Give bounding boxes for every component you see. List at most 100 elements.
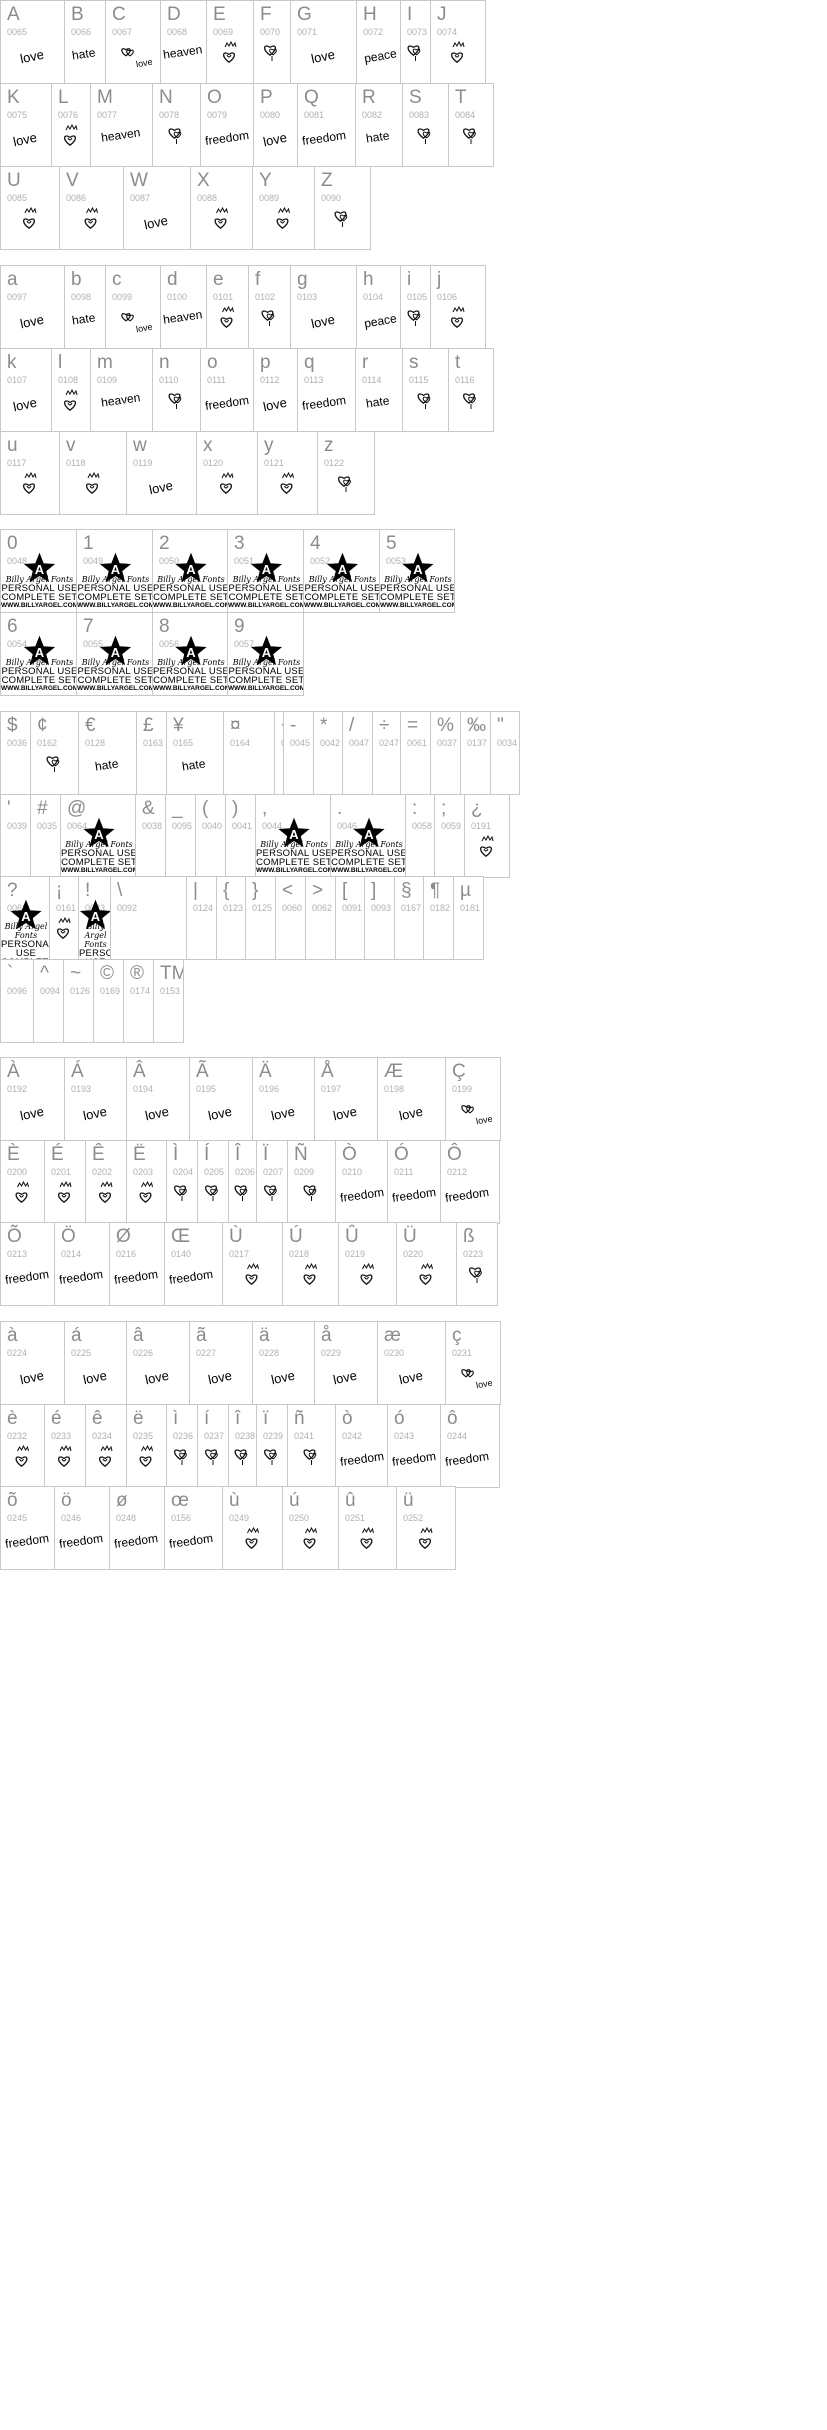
freedom-word: freedom [391, 1185, 437, 1205]
star-letter: A [111, 645, 121, 660]
character-code: 0217 [229, 1249, 250, 1259]
heart-squiggle-icon [61, 1194, 67, 1198]
heart-outline-icon [280, 483, 293, 494]
crown-icon [305, 1526, 317, 1534]
heart-glyph-icon [360, 1262, 374, 1285]
heart-squiggle-icon [218, 220, 223, 224]
character-label: T [455, 87, 467, 108]
glyph-cell: >0062 [305, 876, 336, 960]
heart-squiggle-icon [19, 1194, 24, 1198]
crown-icon [100, 1180, 113, 1188]
character-code: 0034 [497, 738, 518, 748]
dripping-heart-glyph-icon [337, 476, 351, 492]
heart-glyph-icon [360, 1526, 374, 1549]
character-label: Î [235, 1144, 241, 1165]
dripping-heart-glyph-icon [263, 45, 277, 61]
badge-signature: Billy Argel Fonts [232, 658, 301, 667]
badge-url: WWW.BILLYARGEL.COM [153, 685, 228, 692]
character-code: 0113 [304, 375, 324, 385]
heart-glyph-icon [245, 1526, 259, 1549]
character-label: Ë [133, 1144, 146, 1165]
hate-word: hate [181, 756, 207, 774]
character-code: 0210 [342, 1167, 363, 1177]
heart-glyph-icon [98, 1180, 113, 1203]
glyph-cell: ¿0191 [464, 794, 510, 878]
glyph-cell: (0040 [195, 794, 226, 878]
star-logo-icon: A [175, 635, 207, 665]
love-word: love [18, 1367, 45, 1388]
crown-icon [59, 1444, 72, 1452]
heart-outline-icon [263, 45, 277, 56]
character-label: & [142, 798, 155, 819]
character-label: ¤ [230, 715, 241, 736]
heart-squiggle-icon [307, 1540, 312, 1544]
heart-glyph-icon [276, 206, 290, 229]
heart-squiggle-icon [102, 1194, 108, 1198]
character-code: 0250 [289, 1513, 310, 1523]
character-code: 0106 [437, 292, 458, 302]
badge-url: WWW.BILLYARGEL.COM [77, 685, 153, 692]
character-label: ï [263, 1408, 269, 1429]
badge-signature: Billy Argel Fonts [157, 658, 225, 667]
heart-squiggle-icon [423, 1276, 428, 1280]
hearts-glyph-icon [121, 48, 134, 57]
heart-squiggle-icon [61, 1458, 67, 1462]
crown-icon [278, 206, 290, 214]
character-label: O [207, 87, 222, 108]
character-label: b [71, 269, 82, 290]
star-logo-icon: A [353, 817, 385, 847]
character-label: } [252, 880, 259, 901]
character-code: 0092 [117, 903, 138, 913]
character-code: 0111 [207, 375, 226, 385]
character-code: 0049 [83, 556, 104, 566]
badge-line-1: PERSONAL USE [1, 666, 77, 677]
character-code: 0089 [259, 193, 280, 203]
character-label: @ [67, 798, 87, 819]
badge-signature: Billy Argel Fonts [81, 658, 150, 667]
character-label: ¡ [56, 880, 63, 901]
glyph-cell: <0060 [275, 876, 306, 960]
character-label: ! [85, 880, 91, 901]
dripping-heart-glyph-icon [168, 393, 182, 409]
character-code: 0223 [463, 1249, 484, 1259]
inner-heart-icon [239, 1188, 248, 1196]
heart-outline-icon [462, 393, 476, 404]
glyph-cell: [0091 [335, 876, 365, 960]
character-code: 0207 [263, 1167, 284, 1177]
dripping-heart-glyph-icon [261, 310, 275, 326]
character-label: w [133, 435, 147, 456]
inner-heart-icon [210, 1452, 218, 1460]
heart-outline-icon [15, 1456, 28, 1467]
character-label: q [304, 352, 315, 373]
badge-line-2: COMPLETE SET [153, 675, 228, 686]
character-code: 0121 [264, 458, 285, 468]
character-code: 0044 [262, 821, 283, 831]
character-code: 0169 [100, 986, 121, 996]
character-code: 0199 [452, 1084, 473, 1094]
love-word: love [18, 46, 45, 67]
heart-outline-icon [276, 218, 289, 229]
character-label: Ì [173, 1144, 179, 1165]
character-label: Ô [447, 1144, 462, 1165]
heart-squiggle-icon [67, 137, 73, 141]
character-label: â [133, 1325, 144, 1346]
freedom-word: freedom [204, 393, 250, 413]
character-label: ÷ [379, 715, 390, 736]
dripping-heart-glyph-icon [462, 393, 476, 409]
